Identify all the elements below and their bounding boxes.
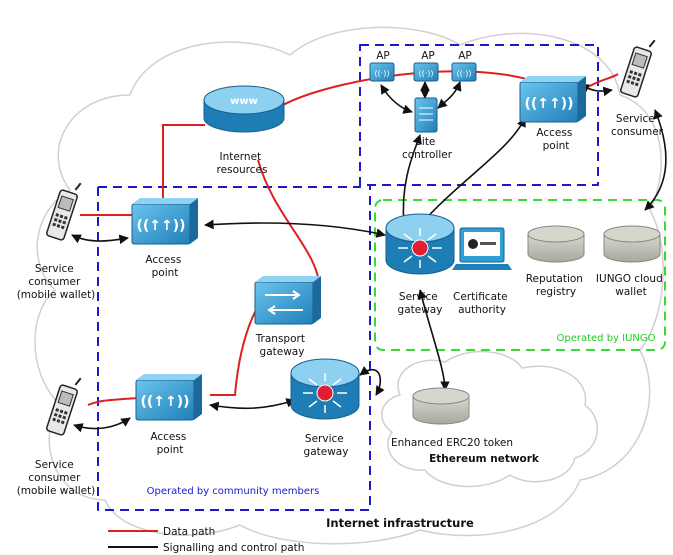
ap-small-1: ((·))	[369, 62, 395, 82]
service-gateway-community-icon	[290, 358, 360, 420]
legend-data-path-label: Data path	[163, 526, 215, 538]
consumer-lower-line2: consumer	[28, 472, 81, 484]
internet-router-icon: www	[203, 85, 285, 133]
service-gateway-community-label: Service gateway	[304, 433, 349, 458]
ap-small-2: ((·))	[413, 62, 439, 82]
signalling-paths	[71, 81, 667, 433]
wallet-line1: IUNGO cloud	[596, 273, 663, 285]
certificate-authority-icon	[452, 227, 512, 270]
ethereum-network-label: Ethereum network	[429, 453, 540, 465]
certificate-authority-label: Certificate authority	[453, 291, 511, 316]
consumer-top-line2: consumer	[611, 126, 664, 138]
transport-gateway-icon	[254, 276, 321, 325]
ap-upper-line1: Access	[145, 254, 181, 266]
internet-resources-label: Internet resources	[217, 151, 268, 176]
rr-line2: registry	[536, 286, 576, 298]
service-gateway-iungo-label: Service gateway	[398, 291, 443, 316]
consumer-top-line1: Service	[616, 113, 655, 125]
transport-line2: gateway	[260, 346, 305, 358]
operated-by-iungo-label: Operated by IUNGO	[556, 333, 655, 344]
site-controller-icon	[414, 97, 438, 133]
ap-small-3: ((·))	[451, 62, 477, 82]
access-point-lower-left-label: Access point	[150, 431, 189, 456]
access-point-lower-left	[135, 373, 203, 421]
access-point-upper-left-label: Access point	[145, 254, 184, 279]
transport-line1: Transport	[255, 333, 305, 345]
internet-infrastructure-label: Internet infrastructure	[326, 516, 474, 530]
sgw-community-line2: gateway	[304, 446, 349, 458]
www-label: www	[230, 96, 258, 107]
reputation-registry-database-icon	[527, 225, 585, 263]
ethereum-network-cloud	[381, 350, 599, 488]
svg-text:((·)): ((·))	[418, 69, 433, 78]
site-controller-line1: Site	[415, 136, 435, 148]
service-consumer-top-label: Service consumer	[611, 113, 664, 138]
ap-upper-line2: point	[152, 267, 179, 279]
community-operated-region	[97, 44, 599, 511]
ap-small-label-1: AP	[376, 50, 390, 62]
ap-top-line2: point	[543, 140, 570, 152]
transport-gateway-label: Transport gateway	[255, 333, 309, 358]
consumer-upper-line2: consumer	[28, 276, 81, 288]
ca-line2: authority	[458, 304, 506, 316]
sgw-iungo-line2: gateway	[398, 304, 443, 316]
consumer-lower-line3: (mobile wallet)	[17, 485, 96, 497]
reputation-registry-label: Reputation registry	[526, 273, 587, 298]
rr-line1: Reputation	[526, 273, 583, 285]
iungo-cloud-wallet-database-icon	[603, 225, 661, 263]
ca-line1: Certificate	[453, 291, 508, 303]
consumer-upper-line3: (mobile wallet)	[17, 289, 96, 301]
wallet-line2: wallet	[615, 286, 646, 298]
enhanced-token-label: Enhanced ERC20 token	[391, 437, 513, 449]
site-controller-label: Site controller	[402, 136, 453, 161]
svg-text:((·)): ((·))	[456, 69, 471, 78]
ap-top-line1: Access	[536, 127, 572, 139]
service-consumer-lower-label: Service consumer (mobile wallet)	[17, 459, 96, 497]
service-consumer-upper-label: Service consumer (mobile wallet)	[17, 263, 96, 301]
legend-signalling-path-label: Signalling and control path	[163, 542, 304, 554]
sgw-community-line1: Service	[305, 433, 344, 445]
iungo-cloud-wallet-label: IUNGO cloud wallet	[596, 273, 666, 298]
ap-small-label-3: AP	[458, 50, 472, 62]
service-gateway-iungo-icon	[385, 213, 455, 275]
ap-lower-line2: point	[157, 444, 184, 456]
ap-lower-line1: Access	[150, 431, 186, 443]
erc20-token-database-icon	[412, 387, 470, 425]
operated-by-community-label: Operated by community members	[147, 486, 320, 497]
mobile-phone-icon-top-right	[619, 38, 656, 99]
access-point-top-right-label: Access point	[536, 127, 575, 152]
sgw-iungo-line1: Service	[399, 291, 438, 303]
legend: Data path Signalling and control path	[108, 526, 304, 554]
svg-text:((·)): ((·))	[374, 69, 389, 78]
consumer-lower-line1: Service	[35, 459, 74, 471]
internet-line2: resources	[217, 164, 268, 176]
access-point-upper-left	[131, 197, 199, 245]
site-controller-line2: controller	[402, 149, 453, 161]
internet-line1: Internet	[219, 151, 261, 163]
access-point-top-right	[519, 75, 587, 123]
consumer-upper-line1: Service	[35, 263, 74, 275]
ap-small-label-2: AP	[421, 50, 435, 62]
